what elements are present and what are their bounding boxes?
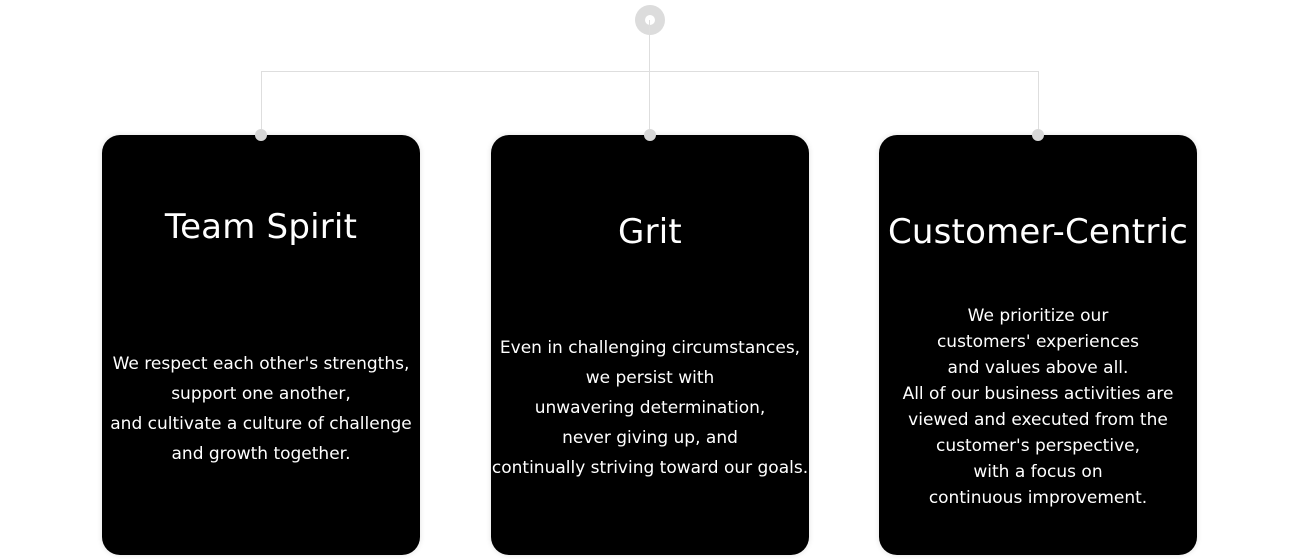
connector-horizontal [261, 71, 1039, 72]
card-description-line: we persist with [585, 368, 715, 388]
card-description-line: support one another, [171, 384, 351, 404]
value-card-team-spirit: Team Spirit We respect each other's stre… [102, 135, 420, 555]
card-description-line: and cultivate a culture of challenge [110, 414, 412, 434]
card-description-line: viewed and executed from the [908, 410, 1168, 430]
card-description: Even in challenging circumstances, we pe… [491, 333, 809, 483]
card-title: Team Spirit [164, 207, 358, 247]
card-description-line: We respect each other's strengths, [112, 354, 410, 374]
card-description-line: and values above all. [947, 358, 1129, 378]
card-description-line: with a focus on [973, 462, 1103, 482]
connector-dot-customer-centric [1032, 129, 1044, 141]
root-node-icon [635, 5, 665, 35]
card-description-line: All of our business activities are [902, 384, 1174, 404]
card-description-line: customer's perspective, [936, 436, 1140, 456]
card-description-line: customers' experiences [936, 332, 1140, 352]
card-description: We respect each other's strengths, suppo… [102, 349, 420, 469]
card-description-line: We prioritize our [967, 306, 1109, 326]
connector-dot-team-spirit [255, 129, 267, 141]
connector-branch-left [261, 71, 262, 134]
connector-branch-right [1038, 71, 1039, 134]
card-description-line: unwavering determination, [534, 398, 766, 418]
card-title: Customer-Centric [887, 212, 1189, 252]
card-description: We prioritize our customers' experiences… [879, 303, 1197, 511]
card-description-line: and growth together. [171, 444, 351, 464]
connector-dot-grit [644, 129, 656, 141]
value-card-customer-centric: Customer-Centric We prioritize our custo… [879, 135, 1197, 555]
connector-stem [649, 20, 650, 134]
value-card-grit: Grit Even in challenging circumstances, … [491, 135, 809, 555]
card-description-line: continually striving toward our goals. [491, 458, 809, 478]
card-description-line: never giving up, and [562, 428, 738, 448]
card-description-line: continuous improvement. [928, 488, 1148, 508]
card-description-line: Even in challenging circumstances, [499, 338, 801, 358]
card-title: Grit [618, 212, 682, 252]
